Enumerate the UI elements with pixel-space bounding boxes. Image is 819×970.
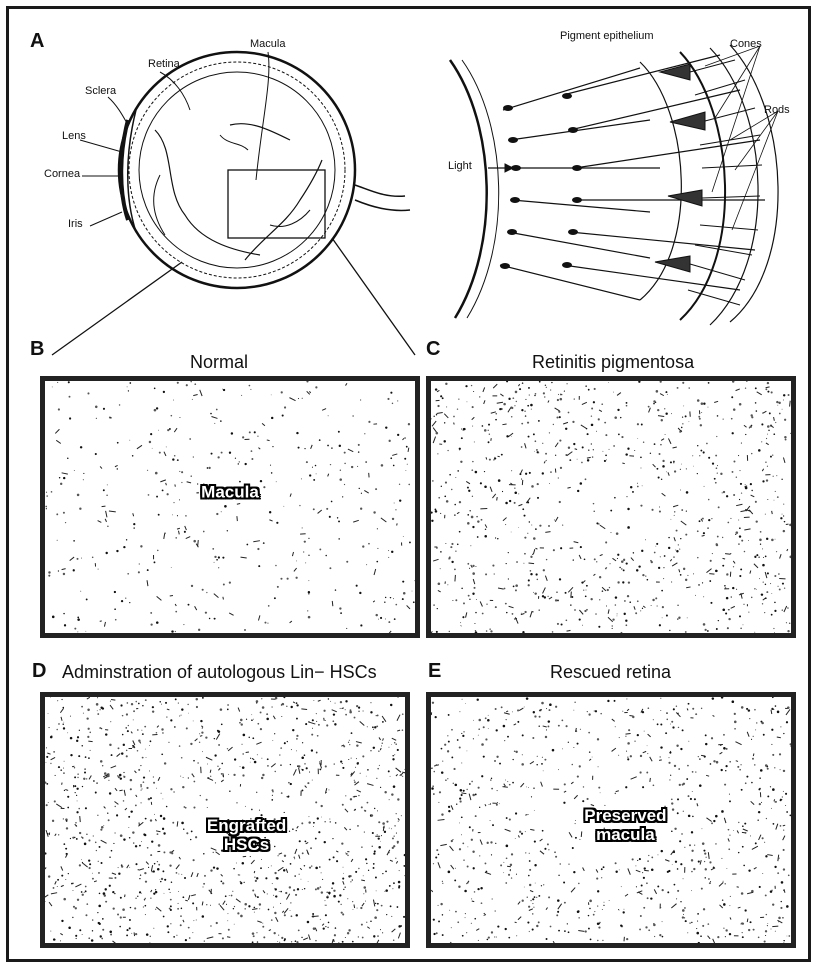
panel-e-letter: E bbox=[428, 660, 441, 683]
pigment-epithelium-label: Pigment epithelium bbox=[560, 30, 654, 42]
lens-label: Lens bbox=[62, 130, 86, 142]
overlay-line-1: Engrafted bbox=[207, 816, 286, 835]
retina-layer-diagram bbox=[450, 45, 778, 325]
panel-d-letter: D bbox=[32, 660, 46, 683]
macula-overlay: Macula bbox=[201, 482, 259, 501]
rods-label: Rods bbox=[764, 104, 790, 116]
panel-c-image bbox=[426, 376, 796, 638]
retina-label: Retina bbox=[148, 58, 180, 70]
panel-b-title: Normal bbox=[190, 352, 248, 373]
overlay-line-1: Preserved bbox=[584, 806, 666, 825]
preserved-macula-overlay: Preserved macula bbox=[584, 806, 666, 844]
panel-c-title: Retinitis pigmentosa bbox=[532, 352, 694, 373]
cornea-label: Cornea bbox=[44, 168, 80, 180]
panel-d-title: Adminstration of autologous Lin− HSCs bbox=[62, 662, 377, 683]
panel-e-image: Preserved macula bbox=[426, 692, 796, 948]
panel-b-image: Macula bbox=[40, 376, 420, 638]
panel-e-title: Rescued retina bbox=[550, 662, 671, 683]
overlay-line-2: HSCs bbox=[207, 835, 286, 854]
panel-d-image: Engrafted HSCs bbox=[40, 692, 410, 948]
panel-b-letter: B bbox=[30, 338, 44, 361]
light-label: Light bbox=[448, 160, 472, 172]
eye-diagram bbox=[80, 52, 410, 288]
panel-a-letter: A bbox=[30, 30, 44, 53]
iris-label: Iris bbox=[68, 218, 83, 230]
panel-c-letter: C bbox=[426, 338, 440, 361]
zoom-lines bbox=[52, 238, 415, 355]
sclera-label: Sclera bbox=[85, 85, 116, 97]
cones-label: Cones bbox=[730, 38, 762, 50]
overlay-line-2: macula bbox=[584, 825, 666, 844]
macula-label: Macula bbox=[250, 38, 285, 50]
speckle-texture bbox=[45, 381, 415, 633]
speckle-texture bbox=[431, 381, 791, 633]
engrafted-hscs-overlay: Engrafted HSCs bbox=[207, 816, 286, 854]
